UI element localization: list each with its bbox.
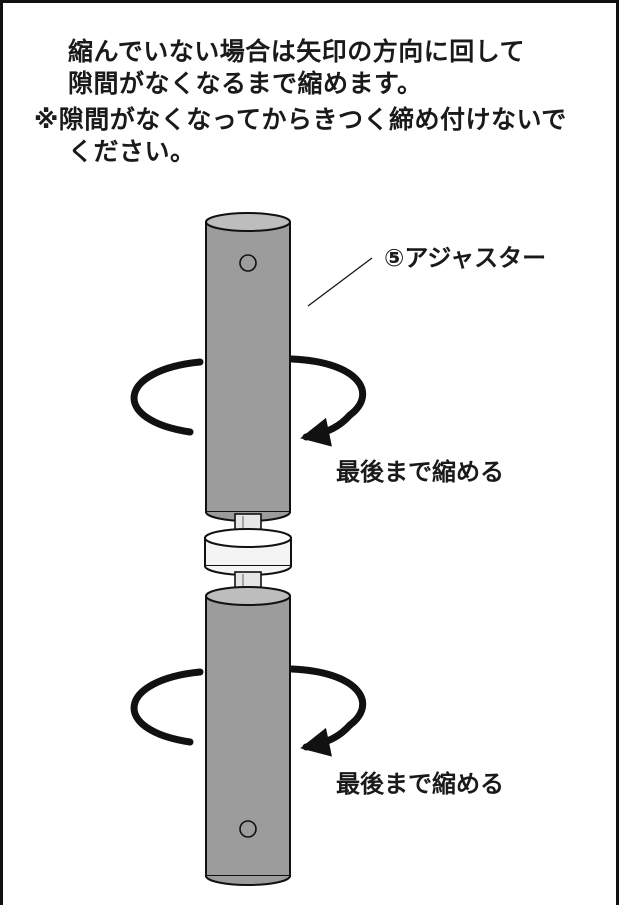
rotation-arrow-bottom-front — [300, 721, 354, 757]
instruction-note-line-1: ※隙間がなくなってからきつく締め付けないで — [34, 105, 567, 134]
rotation-arrow-top-front — [300, 411, 354, 447]
rotation-arrow-bottom-back-right — [288, 665, 367, 729]
rotation-arrow-top-back — [130, 358, 204, 436]
tighten-label-top: 最後まで縮める — [336, 458, 504, 486]
rotation-arrow-top-back-right — [288, 355, 367, 419]
adjuster-label: ⑤アジャスター — [384, 244, 547, 272]
rotation-arrow-bottom-back — [130, 668, 204, 746]
upper-tube — [205, 212, 291, 522]
adjuster-leader-line — [307, 257, 373, 307]
adjuster-nut — [204, 528, 292, 576]
instruction-line-2: 隙間がなくなるまで縮めます。 — [68, 69, 423, 98]
tighten-label-bottom: 最後まで縮める — [336, 770, 504, 798]
instruction-note-line-2: ください。 — [68, 137, 196, 166]
lower-tube — [205, 586, 291, 886]
instruction-line-1: 縮んでいない場合は矢印の方向に回して — [68, 37, 526, 66]
